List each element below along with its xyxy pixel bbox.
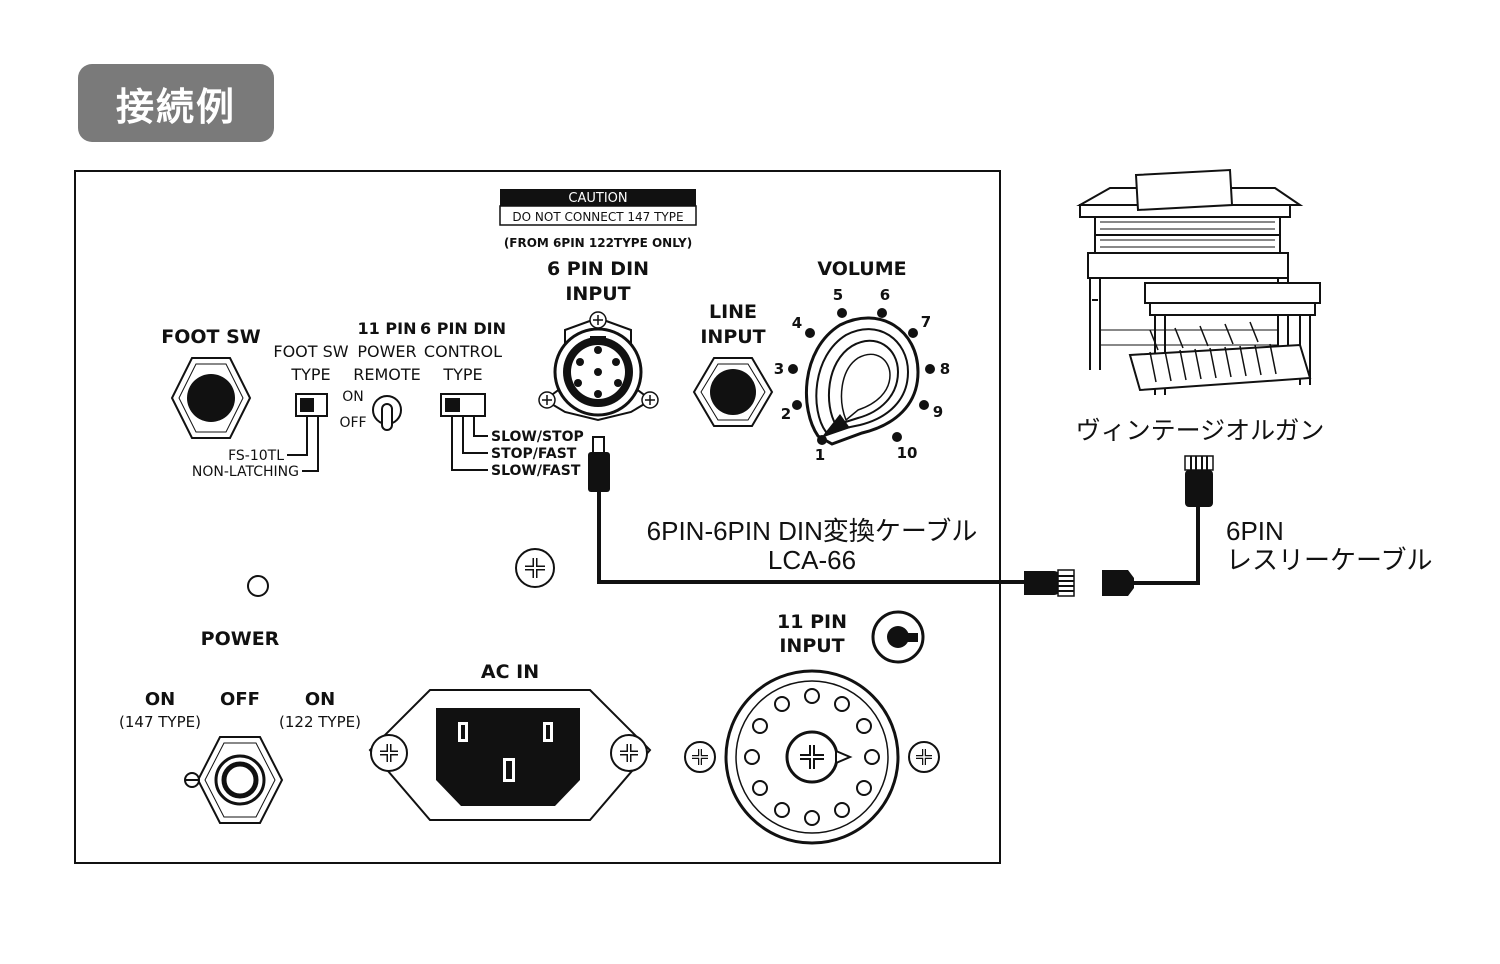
control-option-3: SLOW/FAST <box>491 463 581 479</box>
control-option-2: STOP/FAST <box>491 446 577 462</box>
volume-tick: 5 <box>833 286 843 304</box>
din-input-label-2: INPUT <box>565 283 630 305</box>
din-cable-label-2: LCA-66 <box>768 545 856 575</box>
pin6-control-label-2: CONTROL <box>424 342 502 361</box>
volume-dot <box>925 364 935 374</box>
caution-box: CAUTION DO NOT CONNECT 147 TYPE (FROM 6P… <box>499 189 697 250</box>
organ-label: ヴィンテージオルガン <box>1076 417 1325 445</box>
caution-heading: CAUTION <box>568 191 627 206</box>
pin11-input-socket <box>684 669 940 845</box>
panel-hole <box>247 575 269 597</box>
din-cable-label-1: 6PIN-6PIN DIN変換ケーブル <box>647 516 978 546</box>
volume-label: VOLUME <box>817 258 906 280</box>
volume-dot <box>817 435 827 445</box>
control-type-switch[interactable] <box>440 393 486 417</box>
volume-tick: 1 <box>815 446 825 464</box>
pin6-control-label-1: 6 PIN DIN <box>420 319 506 338</box>
foot-sw-type-switch[interactable] <box>295 393 328 417</box>
foot-sw-type-label-1: FOOT SW <box>273 342 348 361</box>
pin11-power-label-2: POWER <box>357 342 416 361</box>
power-on-right: ON <box>305 689 335 710</box>
leslie-cable-label-1: 6PIN <box>1226 516 1284 546</box>
ac-in-label: AC IN <box>481 661 539 683</box>
volume-tick: 6 <box>880 286 890 304</box>
power-label: POWER <box>201 628 280 650</box>
volume-dot <box>908 328 918 338</box>
foot-sw-jack <box>170 357 252 439</box>
din-cable <box>588 436 1075 597</box>
pin11-power-label-3: REMOTE <box>353 365 421 384</box>
pin11-power-label-1: 11 PIN <box>358 319 417 338</box>
volume-tick: 10 <box>897 444 918 462</box>
ac-inlet <box>368 689 652 821</box>
foot-sw-type-leader <box>287 416 319 472</box>
volume-tick: 8 <box>940 360 950 378</box>
volume-dot <box>919 400 929 410</box>
volume-dot <box>805 328 815 338</box>
remote-off-label: OFF <box>339 415 366 431</box>
power-remote-toggle[interactable] <box>372 395 402 431</box>
power-on-left: ON <box>145 689 175 710</box>
volume-tick: 4 <box>792 314 802 332</box>
volume-tick: 3 <box>774 360 784 378</box>
pin11-input-label-1: 11 PIN <box>777 611 847 633</box>
power-switch[interactable] <box>184 736 284 824</box>
pin11-input-label-2: INPUT <box>779 635 844 657</box>
control-option-1: SLOW/STOP <box>491 429 584 445</box>
volume-dot <box>788 364 798 374</box>
panel-screw-center <box>515 548 555 588</box>
volume-tick: 7 <box>921 313 931 331</box>
foot-sw-label: FOOT SW <box>161 326 261 348</box>
pin6-control-label-3: TYPE <box>442 365 482 384</box>
line-input-label-2: INPUT <box>700 326 765 348</box>
control-type-leader <box>451 416 488 471</box>
section-title: 接続例 <box>78 64 274 142</box>
volume-tick: 2 <box>781 405 791 423</box>
din-input-jack <box>538 311 659 422</box>
caution-line: DO NOT CONNECT 147 TYPE <box>512 210 683 224</box>
caution-note: (FROM 6PIN 122TYPE ONLY) <box>504 236 692 250</box>
leslie-cable <box>1102 455 1214 596</box>
foot-sw-type-label-2: TYPE <box>290 365 330 384</box>
volume-dot <box>892 432 902 442</box>
fs-option-2: NON-LATCHING <box>192 464 299 480</box>
pin11-input-cap <box>871 610 925 664</box>
remote-on-label: ON <box>342 389 364 405</box>
fs-option-1: FS-10TL <box>228 448 284 464</box>
line-input-label-1: LINE <box>709 301 757 323</box>
leslie-cable-label-2: レスリーケーブル <box>1226 545 1432 575</box>
volume-dot <box>837 308 847 318</box>
power-right-type: (122 TYPE) <box>279 713 361 731</box>
volume-tick: 9 <box>933 403 943 421</box>
power-left-type: (147 TYPE) <box>119 713 201 731</box>
power-off: OFF <box>220 689 260 710</box>
din-input-label-1: 6 PIN DIN <box>547 258 649 280</box>
vintage-organ-illustration <box>1076 168 1321 395</box>
volume-dot <box>792 400 802 410</box>
volume-dot <box>877 308 887 318</box>
line-input-jack <box>692 357 774 427</box>
volume-scale: 1 2 3 4 5 6 7 8 9 10 <box>774 286 950 464</box>
volume-knob[interactable] <box>804 316 920 446</box>
